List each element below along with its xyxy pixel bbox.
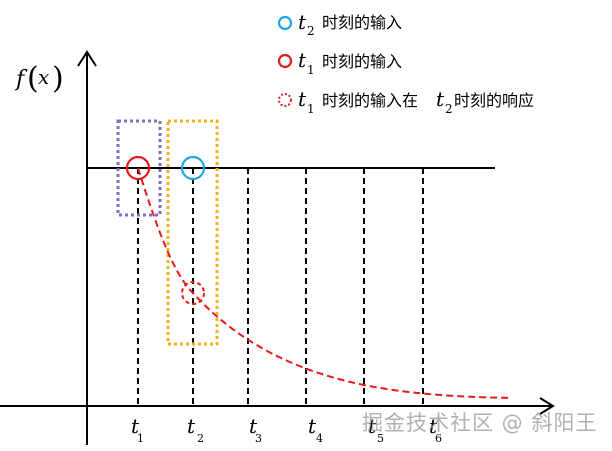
svg-text:t: t [436,87,445,111]
tick-dashed-lines [137,168,424,406]
svg-text:t: t [429,414,438,438]
svg-text:2: 2 [445,102,453,116]
svg-text:t: t [298,48,307,72]
svg-text:t: t [298,87,307,111]
svg-text:5: 5 [377,432,384,445]
svg-text:时刻的输入: 时刻的输入 [322,52,402,71]
svg-text:t: t [308,414,317,438]
svg-text:1: 1 [307,102,315,116]
svg-text:6: 6 [435,432,442,445]
t1-response-at-t2-circle [181,281,205,305]
y-axis [77,50,97,445]
legend-blue-circle-icon [277,15,293,31]
svg-text:时刻的输入: 时刻的输入 [322,13,402,32]
x-tick-labels: t 1 t 2 t 3 t 4 t 5 t 6 [131,414,442,445]
svg-text:4: 4 [316,432,323,445]
svg-text:t: t [298,10,307,34]
svg-text:1: 1 [137,432,144,445]
svg-text:t: t [131,414,140,438]
svg-text:1: 1 [307,63,315,77]
legend-red-circle-icon [277,53,293,69]
svg-text:(: ( [27,61,39,96]
svg-text:2: 2 [197,432,204,445]
t1-highlight-box [116,119,162,217]
svg-text:3: 3 [255,432,262,445]
decay-curve [137,167,513,399]
svg-text:f: f [14,67,28,92]
watermark: 掘金技术社区 @ 斜阳王 [362,411,598,435]
y-axis-label: f ( x ) [14,61,64,96]
t2-input-circle [180,155,206,181]
svg-text:): ) [52,61,64,96]
t2-highlight-box [166,119,219,346]
t1-input-circle [125,155,151,181]
svg-text:时刻的输入在: 时刻的输入在 [322,91,418,110]
svg-text:t: t [368,414,377,438]
svg-text:x: x [38,65,49,89]
svg-text:时刻的响应: 时刻的响应 [454,91,534,110]
svg-text:t: t [249,414,258,438]
x-axis [0,397,555,415]
legend-red-dashed-circle-icon [278,93,292,107]
legend: t 2 时刻的输入 t 1 时刻的输入 t 1 时刻的输入在 t 2 时刻的响应 [298,10,534,116]
svg-text:t: t [187,414,196,438]
svg-text:2: 2 [307,24,315,38]
